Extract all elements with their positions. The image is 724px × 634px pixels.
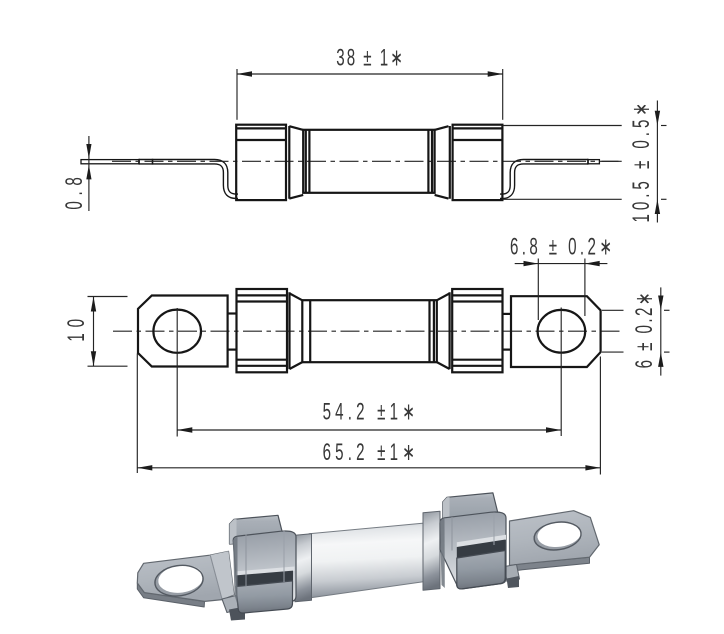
svg-text:6 ± 0.2∗: 6 ± 0.2∗: [631, 292, 657, 368]
svg-text:10: 10: [64, 319, 90, 342]
svg-text:10.5 ± 0.5∗: 10.5 ± 0.5∗: [629, 103, 655, 223]
svg-text:54.2 ±1∗: 54.2 ±1∗: [323, 399, 415, 425]
svg-text:38 ± 1∗: 38 ± 1∗: [336, 45, 403, 71]
svg-text:0.8: 0.8: [62, 177, 88, 209]
svg-text:65.2 ±1∗: 65.2 ±1∗: [323, 440, 415, 466]
svg-text:6.8 ± 0.2∗: 6.8 ± 0.2∗: [510, 234, 612, 260]
